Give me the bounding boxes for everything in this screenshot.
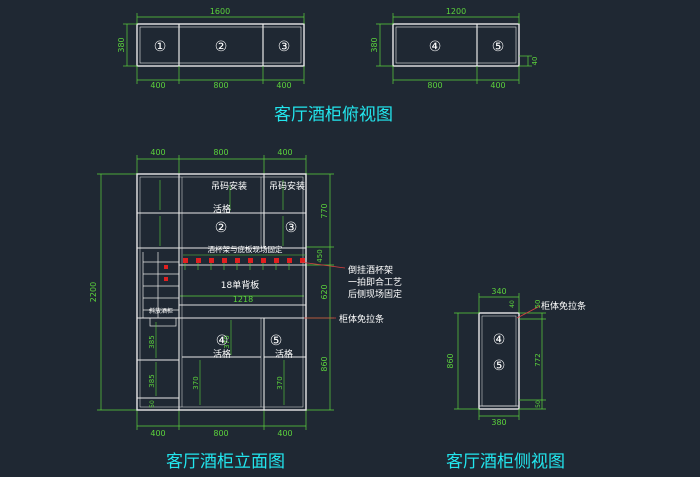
- label-rack: 酒杯架与底板现场固定: [208, 244, 283, 254]
- label-shelf-lower-right: 活格: [275, 348, 293, 360]
- title-side-view: 客厅酒柜侧视图: [446, 452, 565, 472]
- cabinet-number-1: ①: [154, 39, 167, 55]
- cabinet-number-3: ③: [278, 39, 291, 55]
- elev-bottom-seg-1: 400: [150, 429, 165, 438]
- side-callout: 柜体免拉条: [541, 300, 586, 312]
- top-left-seg-1: 400: [150, 81, 165, 90]
- left-dim-c: 50: [149, 400, 156, 408]
- elevation-view: 400 800 400 400 800 400 2200 770 450 620…: [89, 148, 402, 438]
- title-top-view: 客厅酒柜俯视图: [274, 105, 393, 125]
- cup-rack-marks: [164, 258, 305, 281]
- top-left-seg-3: 400: [276, 81, 291, 90]
- callout-process: 一拍即合工艺: [348, 276, 402, 288]
- top-right-seg-1: 800: [427, 81, 442, 90]
- elev-right-dim-4: 860: [320, 356, 329, 371]
- side-right-dim-2: 772: [534, 353, 542, 366]
- callout-cup-rack: 倒挂酒杯架: [348, 264, 393, 276]
- cabinet-number-5-side: ⑤: [493, 358, 506, 374]
- top-right-overall-dim: 1200: [446, 7, 466, 16]
- cabinet-number-5-elev: ⑤: [270, 333, 283, 349]
- top-left-overall-dim: 1600: [210, 7, 230, 16]
- top-left-depth-dim: 380: [117, 37, 126, 52]
- inner-dim-b: 370: [276, 376, 284, 389]
- title-elevation: 客厅酒柜立面图: [166, 452, 285, 472]
- side-top-dim: 340: [491, 287, 506, 296]
- cabinet-number-4-top: ④: [429, 39, 442, 55]
- elev-bottom-seg-3: 400: [277, 429, 292, 438]
- cabinet-number-2: ②: [215, 39, 228, 55]
- left-dim-b: 385: [148, 374, 156, 387]
- label-shelf-lower-left: 活格: [213, 348, 231, 360]
- top-right-depth-dim: 380: [370, 37, 379, 52]
- elev-height-dim: 2200: [89, 282, 98, 302]
- callout-no-pull: 柜体免拉条: [339, 313, 384, 325]
- elev-right-dim-3: 620: [320, 284, 329, 299]
- elev-right-dim-2: 450: [316, 249, 324, 262]
- elev-top-seg-1: 400: [150, 148, 165, 157]
- side-right-dim-3: 50: [535, 400, 542, 408]
- label-left-panel-note: 斜放酒柜: [149, 307, 173, 315]
- side-right-dim-4: 40: [509, 300, 516, 308]
- cabinet-number-5-top: ⑤: [492, 39, 505, 55]
- cabinet-number-4-elev: ④: [216, 333, 229, 349]
- top-view-right: 1200 380 40 800 400 ④ ⑤: [370, 7, 539, 90]
- elev-right-dim-1: 770: [320, 203, 329, 218]
- elev-bottom-seg-2: 800: [213, 429, 228, 438]
- side-height-dim: 860: [446, 353, 455, 368]
- inner-dim-c: 370: [223, 335, 231, 348]
- cabinet-number-3-elev: ③: [285, 220, 298, 236]
- top-left-seg-2: 800: [213, 81, 228, 90]
- label-hang-install-right: 吊码安装: [269, 180, 305, 192]
- cabinet-number-2-elev: ②: [215, 220, 228, 236]
- cabinet-number-4-side: ④: [493, 332, 506, 348]
- label-hang-install-left: 吊码安装: [211, 180, 247, 192]
- label-width-1218: 1218: [233, 295, 253, 304]
- top-right-seg-2: 400: [490, 81, 505, 90]
- side-bottom-dim: 380: [491, 418, 506, 427]
- side-view: 340 860 50 772 50 40 380 柜体免拉条 ④ ⑤: [446, 287, 586, 427]
- side-right-dim-1: 50: [534, 300, 542, 309]
- inner-dim-a: 370: [192, 376, 200, 389]
- top-right-depth-right-dim: 40: [531, 57, 539, 66]
- label-shelf-upper: 活格: [213, 203, 231, 215]
- elev-top-seg-2: 800: [213, 148, 228, 157]
- left-dim-a: 385: [148, 335, 156, 348]
- elev-top-seg-3: 400: [277, 148, 292, 157]
- top-view-left: 1600 380 400 800 400 ① ② ③: [117, 7, 305, 90]
- callout-fix: 后侧现场固定: [348, 288, 402, 300]
- label-back-panel: 18单背板: [221, 279, 259, 291]
